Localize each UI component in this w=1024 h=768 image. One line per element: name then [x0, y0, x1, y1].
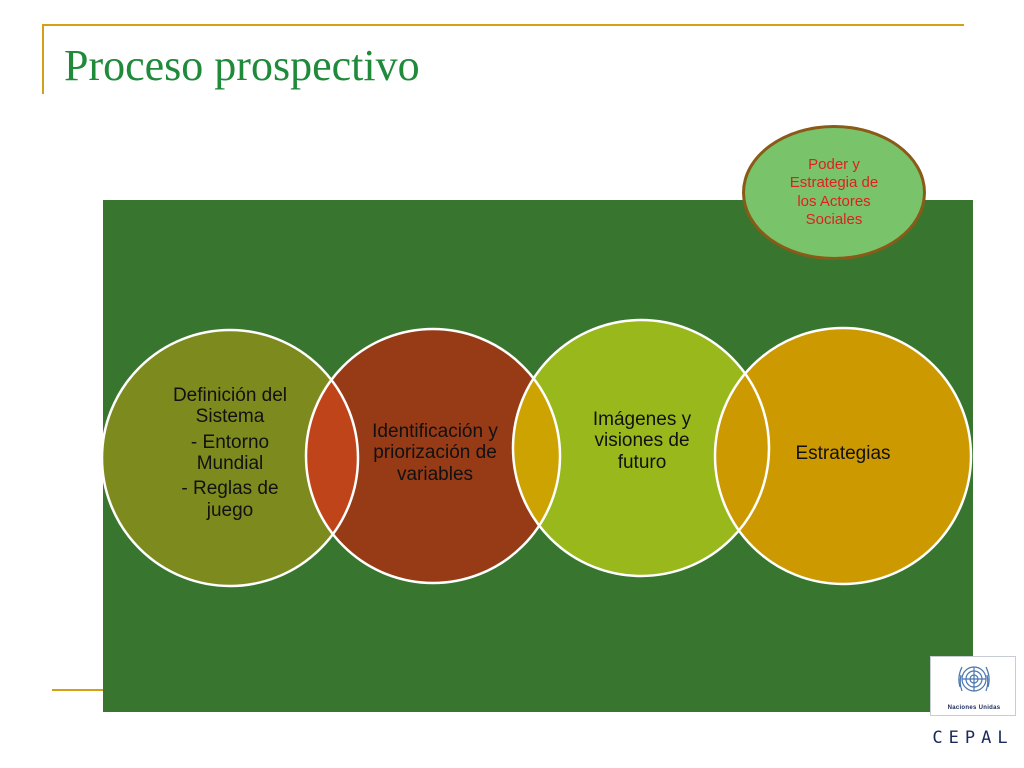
title-rule-top [42, 24, 964, 26]
circle-imagenes-outline [511, 318, 771, 578]
circle-imagenes [513, 320, 769, 576]
label-definicion-line3: - Reglas de juego [181, 478, 279, 521]
circle-identificacion [306, 329, 560, 583]
circle-identificacion-outline [304, 327, 562, 585]
callout-text: Poder y Estrategia de los Actores Social… [789, 155, 879, 228]
label-definicion-line2: - Entorno Mundial [190, 431, 270, 474]
logo-acronym: CEPAL [932, 728, 1014, 748]
label-imagenes: Imágenes y visiones de futuro [572, 398, 712, 488]
callout-poder-estrategia: Poder y Estrategia de los Actores Social… [742, 125, 926, 260]
circle-definicion [102, 330, 358, 586]
label-definicion-line1: Definición del Sistema [172, 385, 288, 428]
cepal-logo: Naciones Unidas CEPAL [930, 656, 1016, 762]
footer-rule [52, 689, 104, 691]
label-definicion: Definición del Sistema - Entorno Mundial… [140, 360, 320, 550]
title-rule-left [42, 24, 44, 94]
logo-org-name: Naciones Unidas [947, 705, 1001, 711]
un-emblem-icon [958, 666, 990, 692]
label-imagenes-line1: Imágenes y visiones de futuro [592, 409, 692, 473]
label-identificacion-line1: Identificación y priorización de variabl… [372, 421, 498, 485]
label-estrategias-line1: Estrategias [795, 443, 891, 465]
un-logo-box: Naciones Unidas [930, 656, 1016, 716]
circle-definicion-outline [100, 328, 360, 588]
label-estrategias: Estrategias [763, 436, 923, 476]
label-identificacion: Identificación y priorización de variabl… [360, 400, 510, 510]
slide-title: Proceso prospectivo [64, 41, 420, 90]
circle-estrategias-outline [713, 326, 973, 586]
circle-estrategias [715, 328, 971, 584]
